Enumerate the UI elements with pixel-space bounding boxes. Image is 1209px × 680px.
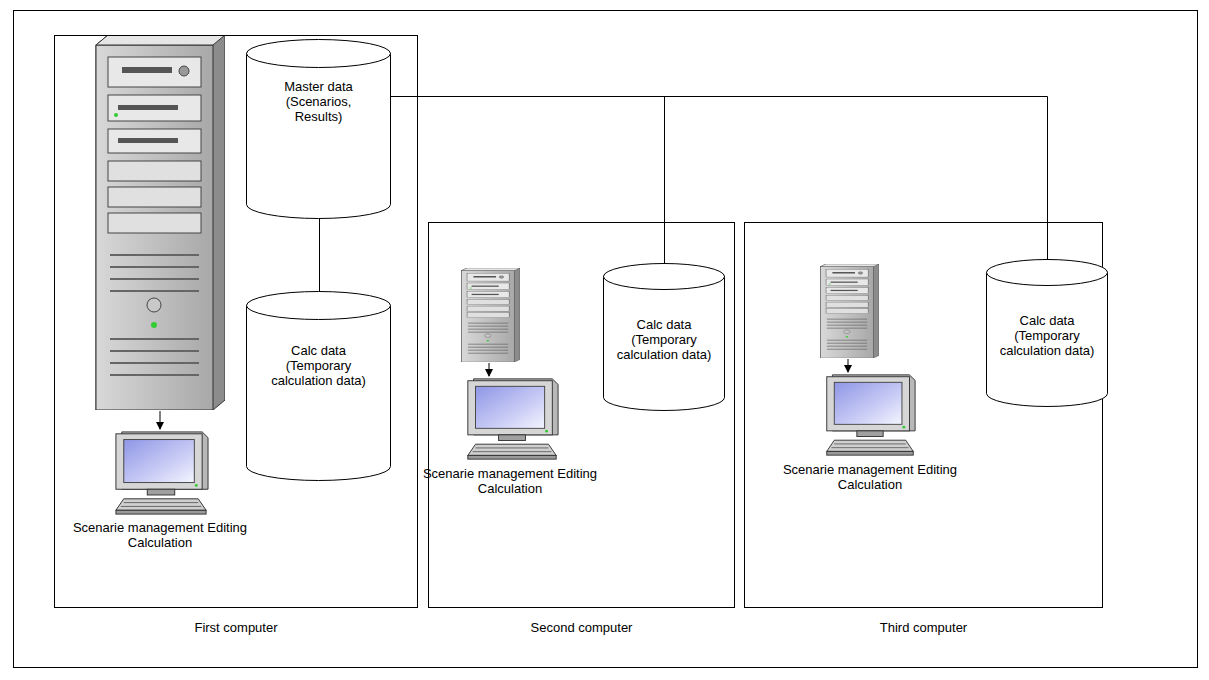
data-link [391,97,1048,261]
database-cylinder: Calc data (Temporary calculation data) [986,259,1108,407]
database-label: Calc data (Temporary calculation data) [263,343,375,388]
computer-box: Second computerCalc data (Temporary calc… [428,222,735,608]
computer-caption: First computer [55,620,417,635]
cylinder-top [247,40,391,68]
workstation [827,375,915,455]
workstation-caption: Scenarie management Editing Calculation [420,466,600,496]
server-arrow [848,359,849,372]
cylinder-text-area: Calc data (Temporary calculation data) [986,313,1108,358]
database-label: Calc data (Temporary calculation data) [991,313,1103,358]
cylinder-body [604,276,725,410]
cylinder-text-area: Master data (Scenarios, Results) [246,79,391,124]
database-label: Calc data (Temporary calculation data) [608,317,720,362]
database-cylinder: Calc data (Temporary calculation data) [603,263,725,411]
server-arrow [489,363,490,376]
workstation-caption: Scenarie management Editing Calculation [780,462,960,492]
outer-frame [14,11,1198,668]
cylinder-body [987,272,1108,406]
database-label: Master data (Scenarios, Results) [277,79,361,124]
data-link [391,97,665,265]
computer-caption: Third computer [745,620,1102,635]
server-tower [96,35,225,410]
cylinder-top [987,260,1108,286]
computer-caption: Second computer [429,620,734,635]
server-tower [462,268,520,362]
server-tower [821,264,879,358]
cylinder-top [247,292,391,320]
database-cylinder: Master data (Scenarios, Results) [246,39,391,219]
cylinder-outline [246,39,391,219]
workstation-caption: Scenarie management Editing Calculation [70,520,250,550]
cylinder-body [247,53,391,219]
cylinder-body [247,305,391,481]
cylinder-text-area: Calc data (Temporary calculation data) [246,343,391,388]
workstation [468,379,558,459]
cylinder-top [604,264,725,290]
server-arrow [160,411,161,429]
computer-caption-area: First computer [55,620,417,635]
computer-box: Third computerCalc data (Temporary calcu… [744,222,1103,608]
database-cylinder: Calc data (Temporary calculation data) [246,291,391,481]
cylinder-text-area: Calc data (Temporary calculation data) [603,317,725,362]
workstation [116,432,208,514]
computer-caption-area: Second computer [429,620,734,635]
data-link [319,219,320,292]
computer-caption-area: Third computer [745,620,1102,635]
